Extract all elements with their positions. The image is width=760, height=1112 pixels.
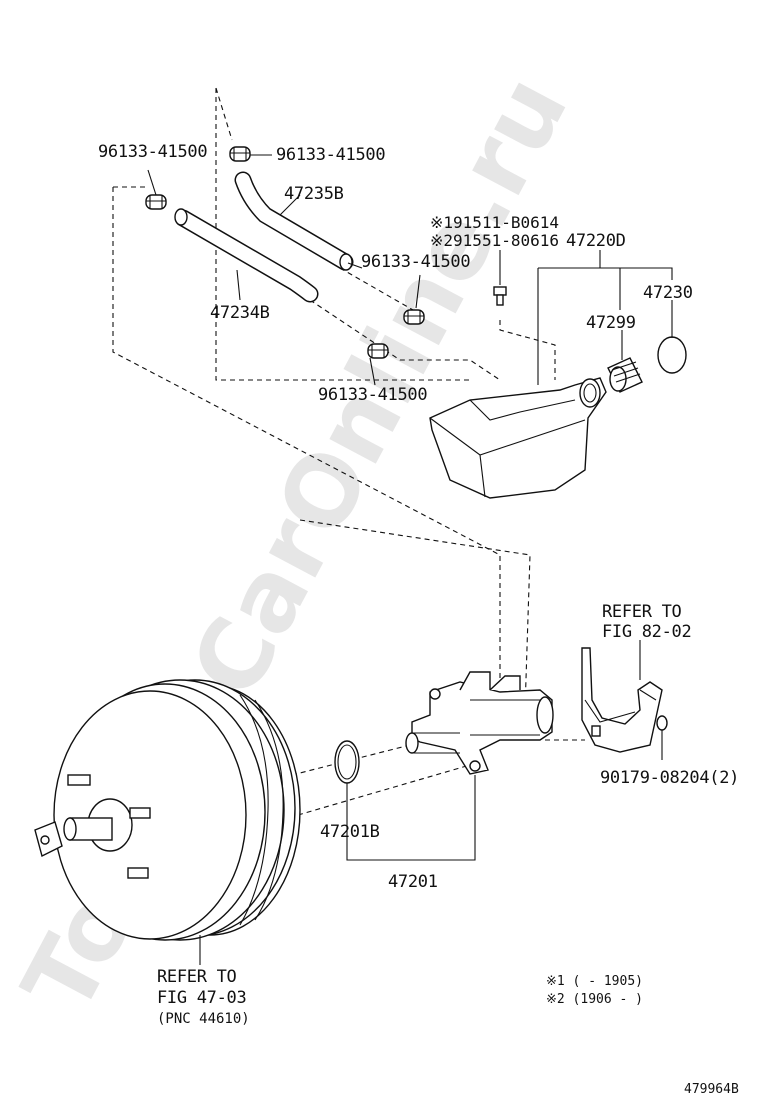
label-hose-upper: 47235B	[284, 184, 344, 204]
hose-47234b	[174, 208, 319, 303]
label-hose-lower: 47234B	[210, 303, 270, 323]
note-2: ※2 (1906 - )	[546, 992, 643, 1007]
label-refer-47-line3: (PNC 44610)	[157, 1011, 250, 1027]
part-labels: 96133-41500 96133-41500 47235B 47234B 96…	[98, 142, 739, 1097]
bracket-82-02	[581, 647, 663, 753]
label-bolt-2: ※291551-80616	[430, 231, 559, 250]
hose-clip-left	[145, 194, 167, 210]
strainer-47299	[607, 357, 643, 393]
hose-47235b	[234, 171, 354, 271]
dashed-leaders	[112, 87, 585, 816]
bolt-icon	[493, 286, 507, 306]
hose-clip-top	[229, 146, 251, 162]
figure-id: 479964B	[684, 1082, 739, 1097]
label-master-cylinder: 47201	[388, 872, 438, 892]
brake-booster	[34, 679, 301, 941]
reservoir-tank	[429, 377, 607, 499]
bracket-bolt-icon	[656, 715, 668, 731]
hose-clip-right	[403, 309, 425, 325]
label-reservoir: 47220D	[566, 231, 626, 251]
o-ring-47201b	[334, 740, 360, 784]
label-bracket-bolt: 90179-08204(2)	[600, 768, 739, 788]
master-cylinder-47201	[405, 671, 554, 775]
label-clip-a: 96133-41500	[98, 142, 207, 162]
reservoir-cap-47230	[657, 336, 687, 374]
label-clip-d: 96133-41500	[318, 385, 427, 405]
label-clip-b: 96133-41500	[276, 145, 385, 165]
label-oring: 47201B	[320, 822, 380, 842]
solid-leaders	[147, 154, 673, 965]
label-clip-c: 96133-41500	[361, 252, 470, 272]
label-refer-82-line1: REFER TO	[602, 602, 682, 622]
label-refer-47-line1: REFER TO	[157, 967, 237, 987]
hose-clip-bottom	[367, 343, 389, 359]
label-bolt-1: ※191511-B0614	[430, 213, 559, 232]
note-1: ※1 ( - 1905)	[546, 974, 643, 989]
label-strainer: 47299	[586, 313, 636, 333]
label-cap: 47230	[643, 283, 693, 303]
label-refer-47-line2: FIG 47-03	[157, 988, 246, 1008]
label-refer-82-line2: FIG 82-02	[602, 622, 691, 642]
